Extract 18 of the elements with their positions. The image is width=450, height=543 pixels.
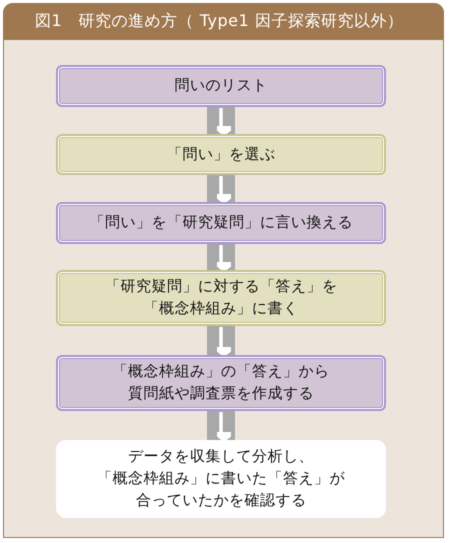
title: 図1 研究の進め方（ Type1 因子探索研究以外） bbox=[35, 11, 404, 32]
process-box bbox=[56, 134, 386, 175]
step-text: 「問い」を「研究疑問」に言い換える bbox=[89, 212, 353, 234]
step-text: 「研究疑問」に対する「答え」を「概念枠組み」に書く bbox=[104, 276, 338, 319]
step-text: 「問い」を選ぶ bbox=[166, 144, 276, 165]
step-text: 「概念枠組み」の「答え」から質問紙や調査票を作成する bbox=[112, 361, 330, 404]
arrow bbox=[207, 326, 237, 357]
arrow bbox=[207, 411, 237, 442]
step-text: 問いのリスト bbox=[174, 75, 268, 96]
arrow bbox=[207, 175, 237, 204]
arrow bbox=[207, 107, 237, 136]
step-text: データを収集して分析し、「概念枠組み」に書いた「答え」が合っていたかを確認する bbox=[97, 446, 345, 511]
process-box bbox=[56, 202, 386, 244]
arrow bbox=[207, 244, 237, 272]
process-box bbox=[56, 65, 386, 107]
process-box bbox=[56, 270, 386, 326]
process-box bbox=[56, 355, 386, 411]
process-box bbox=[56, 440, 386, 518]
